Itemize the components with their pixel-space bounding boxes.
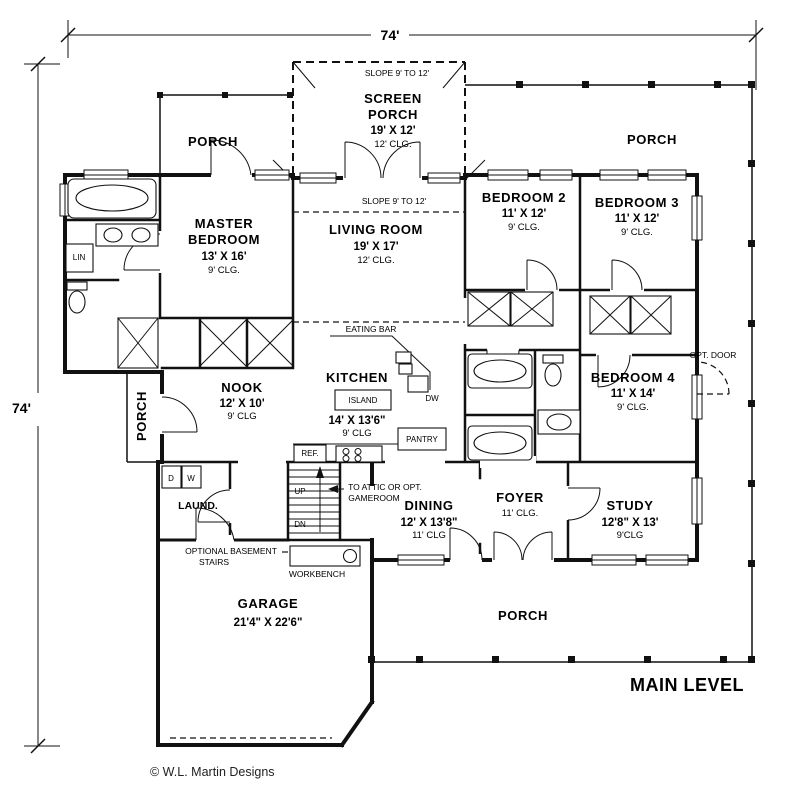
screen-porch-size: 19' X 12' <box>370 125 415 137</box>
screen-porch-clg: 12' CLG. <box>374 139 411 150</box>
island-label: ISLAND <box>349 396 378 405</box>
linen-label: LIN <box>73 253 86 262</box>
slope-living-note: SLOPE 9' TO 12' <box>362 196 427 206</box>
screen-porch-label-2: PORCH <box>368 107 418 122</box>
dim-width-label: 74' <box>381 27 400 43</box>
dim-height-label: 74' <box>12 400 31 416</box>
bed3-clg: 9' CLG. <box>621 227 653 238</box>
bed3-label: BEDROOM 3 <box>595 195 679 210</box>
porch-outlines <box>126 81 755 663</box>
master-bath-fixtures <box>65 178 159 369</box>
kitchen-fixtures <box>293 335 447 463</box>
master-label-1: MASTER <box>195 216 254 231</box>
basement-note-1: OPTIONAL BASEMENT <box>185 546 277 556</box>
nook-clg: 9' CLG <box>227 411 256 422</box>
workbench-label: WORKBENCH <box>289 569 345 579</box>
level-title: MAIN LEVEL <box>630 675 744 695</box>
master-label-2: BEDROOM <box>188 232 260 247</box>
living-clg: 12' CLG. <box>357 255 394 266</box>
porch-top-right-label: PORCH <box>627 132 677 147</box>
eating-bar-label: EATING BAR <box>346 324 397 334</box>
bed4-clg: 9' CLG. <box>617 402 649 413</box>
copyright: © W.L. Martin Designs <box>150 765 275 779</box>
study-clg: 9'CLG <box>617 530 644 541</box>
garage-size: 21'4" X 22'6" <box>234 617 303 629</box>
bed4-size: 11' X 14' <box>611 388 656 400</box>
attic-note-1: TO ATTIC OR OPT. <box>348 482 422 492</box>
porch-posts <box>157 81 755 663</box>
attic-arrow <box>328 485 344 493</box>
workbench-fixture <box>282 545 361 567</box>
bed2-clg: 9' CLG. <box>508 222 540 233</box>
dryer-label: D <box>168 474 174 483</box>
windows <box>59 169 703 566</box>
laundry-label: LAUND. <box>178 500 218 512</box>
master-closets <box>199 319 294 367</box>
porch-top-left-label: PORCH <box>188 134 238 149</box>
kitchen-clg: 9' CLG <box>342 428 371 439</box>
room-labels: PORCH SCREEN PORCH 19' X 12' 12' CLG. SL… <box>134 68 679 629</box>
screen-porch-label-1: SCREEN <box>364 91 422 106</box>
porch-left-label: PORCH <box>134 391 149 441</box>
footer: MAIN LEVEL © W.L. Martin Designs <box>150 675 744 779</box>
dw-label: DW <box>425 394 439 403</box>
slope-screen-note: SLOPE 9' TO 12' <box>365 68 430 78</box>
washer-label: W <box>187 474 195 483</box>
dn-label: DN <box>294 520 306 529</box>
pantry-label: PANTRY <box>406 435 438 444</box>
attic-note-2: GAMEROOM <box>348 493 399 503</box>
dimension-lines: 74' 74' <box>12 20 764 754</box>
bed3-size: 11' X 12' <box>615 213 660 225</box>
laundry-appliances <box>161 465 202 489</box>
up-label: UP <box>294 487 305 496</box>
kitchen-label: KITCHEN <box>326 370 388 385</box>
living-size: 19' X 17' <box>353 241 398 253</box>
porch-bottom-label: PORCH <box>498 608 548 623</box>
nook-label: NOOK <box>221 380 262 395</box>
opt-door-label: OPT. DOOR <box>690 350 737 360</box>
annotations: D W LIN UP DN TO ATTIC OR OPT. GAMEROOM … <box>73 253 737 579</box>
living-label: LIVING ROOM <box>329 222 423 237</box>
wall-openings <box>154 169 644 566</box>
bed2-size: 11' X 12' <box>502 208 547 220</box>
master-size: 13' X 16' <box>201 251 246 263</box>
nook-size: 12' X 10' <box>219 398 264 410</box>
foyer-clg: 11' CLG. <box>502 508 539 519</box>
study-label: STUDY <box>606 498 653 513</box>
garage-label: GARAGE <box>238 596 299 611</box>
screen-porch-outline <box>272 61 486 181</box>
dining-clg: 11' CLG <box>412 530 446 541</box>
basement-note-2: STAIRS <box>199 557 229 567</box>
dining-label: DINING <box>404 498 453 513</box>
bed4-label: BEDROOM 4 <box>591 370 675 385</box>
stairs <box>288 466 340 534</box>
hall-closets <box>467 291 672 335</box>
study-size: 12'8" X 13' <box>602 517 659 529</box>
bed2-label: BEDROOM 2 <box>482 190 566 205</box>
foyer-label: FOYER <box>496 490 544 505</box>
kitchen-size: 14' X 13'6" <box>329 415 386 427</box>
hall-bath-fixtures <box>467 353 581 461</box>
master-clg: 9' CLG. <box>208 265 240 276</box>
dining-size: 12' X 13'8" <box>401 517 458 529</box>
fixtures <box>65 178 672 739</box>
ref-label: REF. <box>301 449 318 458</box>
